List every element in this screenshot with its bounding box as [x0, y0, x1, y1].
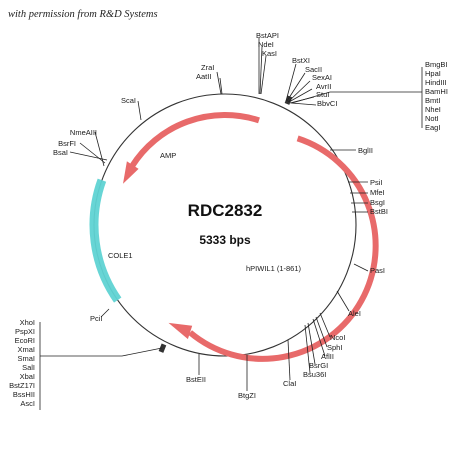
site-label-mfei: MfeI [370, 188, 385, 197]
site-label-aatii: AatII [196, 72, 211, 81]
site-label-nmeaiii: NmeAIII [70, 128, 97, 137]
site-label-psii: PsiI [370, 178, 383, 187]
site-label-bsai: BsaI [53, 148, 68, 157]
feature-hpiwil1-arc [188, 135, 379, 362]
site-label-xmai: XmaI [17, 345, 35, 354]
feature-cole1-arc [89, 178, 122, 303]
site-leader-lines [39, 38, 423, 410]
site-label-sali: SalI [22, 363, 35, 372]
site-label-bstbi: BstBI [370, 207, 388, 216]
site-label-noti: NotI [425, 114, 439, 123]
site-label-bstz17i: BstZ17I [9, 381, 35, 390]
site-label-hindiii: HindIII [425, 78, 447, 87]
site-label-bamhi: BamHI [425, 87, 448, 96]
site-label-bsu36i: Bsu36I [303, 370, 326, 379]
plasmid-size: 5333 bps [199, 233, 251, 247]
site-label-bbvci: BbvCI [317, 99, 337, 108]
site-label-sphi: SphI [327, 343, 342, 352]
site-label-ndei: NdeI [258, 40, 274, 49]
site-label-aflii: AflII [321, 352, 334, 361]
feature-amp-arc [129, 112, 260, 169]
feature-amp-arrowhead [123, 161, 139, 184]
site-label-sexai: SexAI [312, 73, 332, 82]
site-label-eagi: EagI [425, 123, 440, 132]
plasmid-name: RDC2832 [188, 201, 263, 220]
site-label-xhoi: XhoI [20, 318, 35, 327]
feature-hpiwil1-arrowhead [168, 322, 193, 340]
site-label-pspxi: PspXI [15, 327, 35, 336]
site-label-clai: ClaI [283, 379, 296, 388]
site-label-xbai: XbaI [20, 372, 35, 381]
site-label-kasi: KasI [262, 49, 277, 58]
site-label-stui: StuI [316, 90, 329, 99]
site-label-hpai: HpaI [425, 69, 441, 78]
site-label-bsgi: BsgI [370, 198, 385, 207]
site-label-bstxi: BstXI [292, 56, 310, 65]
site-label-alei: AleI [348, 309, 361, 318]
plasmid-backbone [93, 93, 357, 357]
site-label-avrii: AvrII [316, 82, 331, 91]
site-label-bsshii: BssHII [13, 390, 35, 399]
site-label-zrai: ZraI [201, 63, 214, 72]
site-label-pcii: PciI [90, 314, 103, 323]
site-label-bsteii: BstEII [186, 375, 206, 384]
site-label-bmgbi: BmgBI [425, 60, 448, 69]
site-label-bstapi: BstAPI [256, 31, 279, 40]
site-label-bsrfi: BsrFI [58, 139, 76, 148]
site-label-smai: SmaI [17, 354, 35, 363]
site-label-bsrgi: BsrGI [309, 361, 328, 370]
site-label-nhei: NheI [425, 105, 441, 114]
site-label-asci: AscI [20, 399, 35, 408]
feature-label-cole1: COLE1 [108, 251, 133, 260]
site-label-ncoi: NcoI [330, 333, 345, 342]
site-label-sacii: SacII [305, 65, 322, 74]
restriction-site-labels: BstAPI NdeI KasI ZraI AatII BstXI SacII … [9, 31, 448, 408]
feature-label-hpiwil1: hPIWIL1 (1-861) [246, 264, 302, 273]
site-label-pasi: PasI [370, 266, 385, 275]
credit-text: with permission from R&D Systems [8, 9, 158, 20]
site-label-bmti: BmtI [425, 96, 440, 105]
mcs-marker-top [284, 95, 293, 105]
site-label-bglii: BglII [358, 146, 373, 155]
site-label-scai: ScaI [121, 96, 136, 105]
site-label-ecori: EcoRI [15, 336, 35, 345]
mcs-marker-bottom [158, 343, 167, 353]
site-label-btgzi: BtgZI [238, 391, 256, 400]
feature-label-amp: AMP [160, 151, 176, 160]
